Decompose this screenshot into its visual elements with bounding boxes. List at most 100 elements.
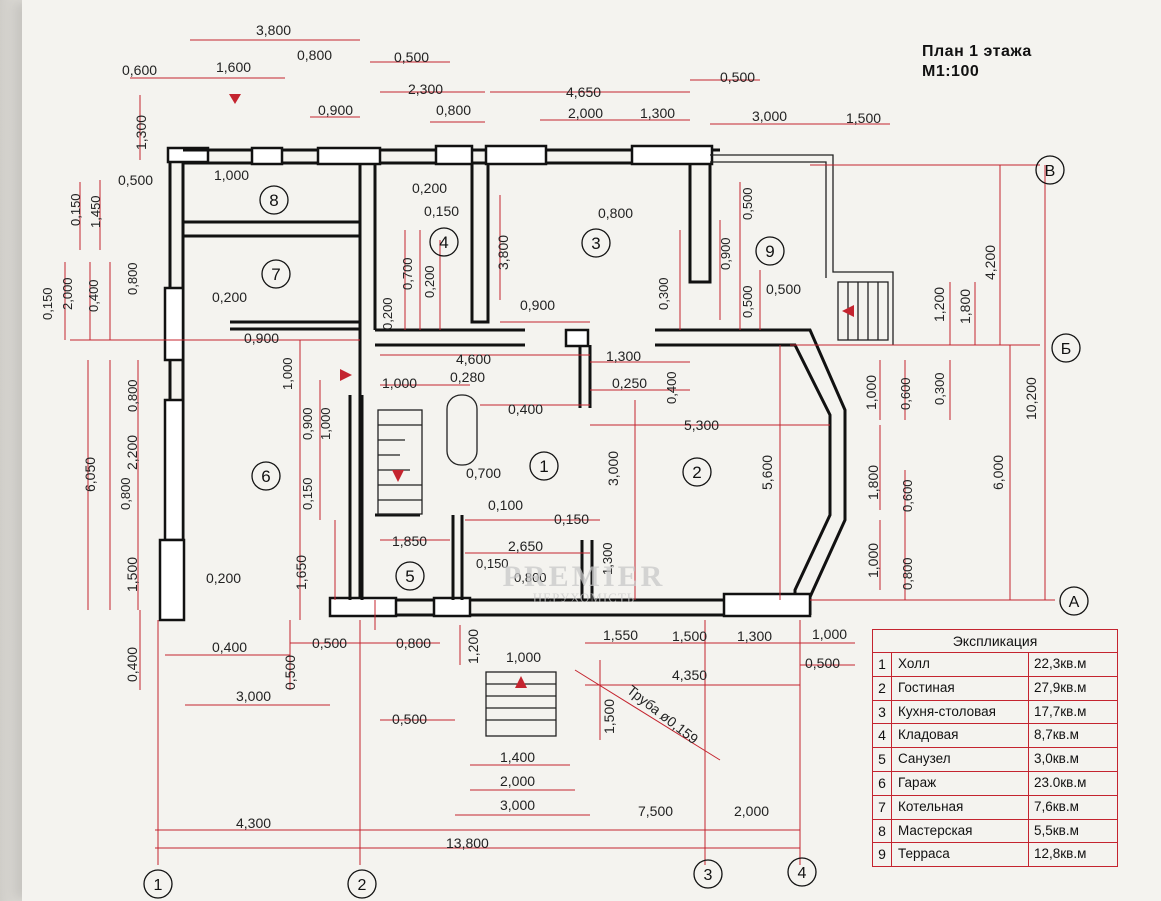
dim-mid-4600: 4,600 bbox=[456, 351, 491, 367]
room-row-number: 4 bbox=[873, 724, 892, 748]
terrace-stair bbox=[837, 281, 889, 341]
garage-hall-wall bbox=[348, 395, 364, 600]
dim-top-3800: 3,800 bbox=[256, 22, 291, 38]
dim-right-1800: 1,800 bbox=[957, 289, 973, 324]
room-3-number: 3 bbox=[591, 234, 600, 253]
axis-B-label: Б bbox=[1061, 341, 1072, 358]
dim-mid-5300: 5,300 bbox=[684, 417, 719, 433]
axis-4-label: 4 bbox=[798, 865, 807, 882]
terrace-arrow-icon bbox=[842, 305, 854, 317]
dim-mid-1300v: 1,300 bbox=[600, 542, 615, 575]
dim-right-0600: 0,600 bbox=[898, 377, 913, 410]
dim-mid-1850: 1,850 bbox=[392, 533, 427, 549]
dim-top-2300: 2,300 bbox=[408, 81, 443, 97]
dim-mid-0500: 0,500 bbox=[282, 655, 298, 690]
column-pier bbox=[564, 328, 590, 348]
room-row-area: 12,8кв.м bbox=[1034, 846, 1087, 862]
dim-mid-3000: 3,000 bbox=[605, 451, 621, 486]
room-row-name: Кухня-столовая bbox=[892, 700, 1029, 724]
stair-newel bbox=[446, 394, 478, 466]
dim-top-4650: 4,650 bbox=[566, 84, 601, 100]
wall-pier-4 bbox=[158, 538, 186, 622]
dim-mid-0200v2: 0,200 bbox=[422, 265, 437, 298]
dim-left-0800b: 0,800 bbox=[125, 379, 140, 412]
dim-top-0800a: 0,800 bbox=[297, 47, 332, 63]
dim-bottom-0400: 0,400 bbox=[212, 639, 247, 655]
dim-mid-0900: 0,900 bbox=[300, 407, 315, 440]
stairs bbox=[229, 94, 889, 737]
dim-mid-0400: 0,400 bbox=[508, 401, 543, 417]
hall-short-wall bbox=[580, 540, 594, 600]
dim-bottom-3000b: 3,000 bbox=[500, 797, 535, 813]
dim-mid-0400b: 0,400 bbox=[664, 371, 679, 404]
dim-left-1450: 1,450 bbox=[88, 195, 103, 228]
room-numbers: 1 2 3 4 5 6 7 8 9 bbox=[251, 185, 785, 591]
dim-right-6000: 6,000 bbox=[990, 455, 1006, 490]
wall-room3-room2 bbox=[655, 328, 790, 347]
dim-mid-0500d: 0,500 bbox=[766, 281, 801, 297]
dim-right-1200: 1,200 bbox=[931, 287, 947, 322]
dim-mid-0900c: 0,900 bbox=[718, 237, 733, 270]
dim-bottom-1400: 1,400 bbox=[500, 749, 535, 765]
interior-stair bbox=[377, 409, 423, 515]
dim-right-10200: 10,200 bbox=[1023, 377, 1039, 420]
dim-top-0500a: 0,500 bbox=[394, 49, 429, 65]
dim-mid-0300: 0,300 bbox=[656, 277, 671, 310]
dim-mid-2650: 2,650 bbox=[508, 538, 543, 554]
room-schedule-row: 6 Гараж 23.0кв.м bbox=[873, 771, 1117, 796]
dim-mid-0700b: 0,700 bbox=[466, 465, 501, 481]
dim-mid-0700: 0,700 bbox=[400, 257, 415, 290]
hall-stub-wall bbox=[578, 345, 592, 408]
dim-bottom-0500c: 0,500 bbox=[805, 655, 840, 671]
dim-mid-0500c: 0,500 bbox=[740, 285, 755, 318]
dim-right-0800: 0,800 bbox=[900, 557, 915, 590]
room-row-area: 27,9кв.м bbox=[1034, 679, 1087, 695]
dim-bottom-0500: 0,500 bbox=[312, 635, 347, 651]
room-row-name: Санузел bbox=[892, 748, 1029, 771]
dim-left-1300: 1,300 bbox=[133, 115, 149, 150]
bottom-pier-1 bbox=[328, 596, 398, 618]
dim-left-0500: 0,500 bbox=[118, 172, 153, 188]
wall-pier-3 bbox=[163, 398, 185, 542]
dim-bottom-1300: 1,300 bbox=[737, 628, 772, 644]
room-2-number: 2 bbox=[692, 463, 701, 482]
bottom-pier-2 bbox=[432, 596, 472, 618]
dim-bottom-1000b: 1,000 bbox=[812, 626, 847, 642]
room-row-name: Мастерская bbox=[892, 819, 1029, 843]
dim-top-3000: 3,000 bbox=[752, 108, 787, 124]
bay-window-wall bbox=[775, 328, 847, 615]
room-row-number: 7 bbox=[873, 795, 892, 819]
dim-mid-0200v: 0,200 bbox=[380, 297, 395, 330]
walls bbox=[158, 144, 894, 622]
dim-mid-0800c: 0,800 bbox=[514, 570, 547, 585]
room-row-area: 7,6кв.м bbox=[1034, 798, 1079, 814]
dim-mid-0280: 0,280 bbox=[450, 369, 485, 385]
dim-bottom-13800: 13,800 bbox=[446, 835, 489, 851]
room-row-area: 23.0кв.м bbox=[1034, 774, 1087, 790]
bottom-pier-3 bbox=[722, 592, 812, 618]
room-row-number: 8 bbox=[873, 819, 892, 843]
dim-bottom-4350: 4,350 bbox=[672, 667, 707, 683]
room-9-number: 9 bbox=[765, 242, 774, 261]
room-row-number: 3 bbox=[873, 700, 892, 724]
plan-scale: М1:100 bbox=[922, 63, 980, 80]
hall-arrow-icon bbox=[340, 369, 352, 381]
dim-top-1300: 1,300 bbox=[640, 105, 675, 121]
dim-top-0900: 0,900 bbox=[318, 102, 353, 118]
dim-left-2200: 2,200 bbox=[124, 435, 140, 470]
room-7-number: 7 bbox=[271, 265, 280, 284]
room-schedule-row: 9 Терраса 12,8кв.м bbox=[873, 843, 1117, 867]
dim-top-0600: 0,600 bbox=[122, 62, 157, 78]
top-pier-5 bbox=[630, 144, 714, 166]
dim-top-0500b: 0,500 bbox=[720, 69, 755, 85]
dim-left-0400b: 0,400 bbox=[124, 647, 140, 682]
room-schedule-heading: Экспликация bbox=[873, 630, 1117, 653]
dim-bottom-1000: 1,000 bbox=[506, 649, 541, 665]
dim-bottom-0800: 0,800 bbox=[396, 635, 431, 651]
top-pier-2 bbox=[316, 146, 382, 166]
room-8-number: 8 bbox=[269, 191, 278, 210]
dim-left-0150: 0,150 bbox=[68, 193, 83, 226]
entrance-arrow-icon bbox=[515, 676, 527, 688]
dim-top-1600: 1,600 bbox=[216, 59, 251, 75]
